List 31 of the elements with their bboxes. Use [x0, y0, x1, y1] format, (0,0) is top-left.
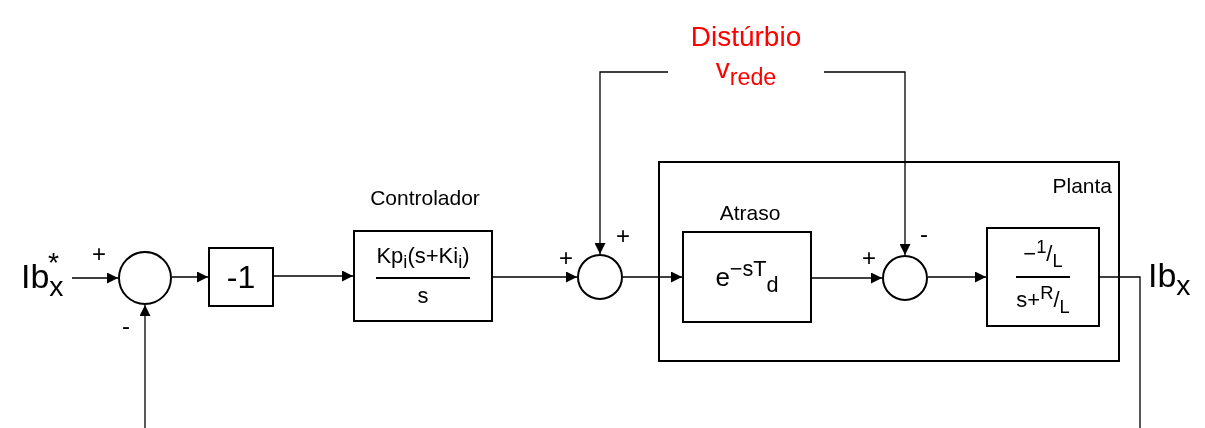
signal-line	[1099, 276, 1141, 428]
denominator: s	[417, 285, 429, 308]
arrow	[492, 271, 578, 283]
arrow	[622, 271, 683, 283]
arrow	[71, 272, 119, 284]
denominator: s+$^{R}$/$_{L}$	[1016, 284, 1070, 317]
block-title: Planta	[1051, 175, 1112, 196]
gain-expression: -1	[226, 261, 256, 293]
numerator: Kp$_{i}$(s+Ki$_{i}$)	[376, 244, 470, 272]
sign-label: -	[122, 314, 130, 338]
disturbance-label: v$_{rede}$	[715, 55, 777, 89]
numerator: −$^{1}$/$_{L}$	[1023, 237, 1063, 270]
sign-label: +	[92, 242, 106, 266]
summing-junction	[118, 251, 172, 305]
signal-label: Ib$_{x}$	[1148, 258, 1191, 300]
disturbance-label: Distúrbio	[690, 23, 802, 52]
sign-label: +	[862, 246, 876, 270]
arrow	[273, 270, 354, 282]
arrow	[594, 71, 669, 255]
sign-label: +	[559, 246, 573, 270]
arrow	[139, 304, 151, 428]
block-title: Atraso	[718, 202, 782, 223]
block-title: Controlador	[369, 187, 481, 208]
sign-label: -	[920, 222, 928, 246]
arrow	[927, 271, 987, 283]
arrow	[823, 71, 911, 256]
arrow	[811, 272, 883, 284]
arrow	[171, 271, 209, 283]
sign-label: +	[616, 224, 630, 248]
summing-junction	[577, 254, 623, 300]
summing-junction	[882, 255, 928, 301]
